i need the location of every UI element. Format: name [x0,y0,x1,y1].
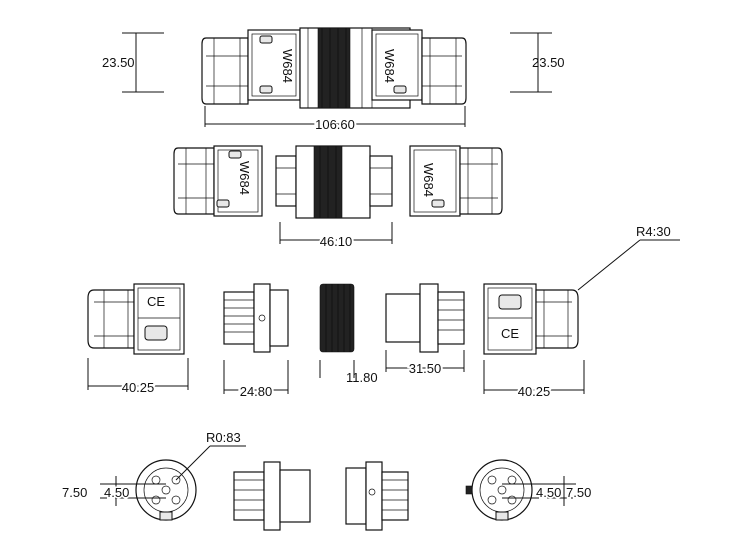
right-end-face [465,459,576,521]
dimension-mid-length: 46.10 [279,222,393,251]
model-label-mid-left: W684 [237,161,252,195]
dim-plug-part: 31.50 [409,361,442,376]
radius-small-callout: R0:83 [175,430,246,481]
part-plug [385,283,465,353]
row2-left-half: W684 [173,145,263,217]
dim-radius-large: R4:30 [636,224,671,239]
model-label-left: W684 [280,49,295,83]
dimension-ring: 11.80 [319,360,378,385]
ce-mark-right: CE [501,326,519,341]
assembled-connector: W684 W684 [201,27,467,109]
part-left-housing: CE [87,283,185,355]
dim-right-face-b: 7.50 [566,485,591,500]
row2-center-coupler [275,145,393,219]
dim-mid-length: 46.10 [320,234,353,249]
ce-mark-left: CE [147,294,165,309]
dim-radius-small: R0:83 [206,430,241,445]
dim-top-left-height: 23.50 [102,55,135,70]
part-right-housing: CE [483,283,579,355]
model-label-right: W684 [382,49,397,83]
dim-nut-part: 24.80 [240,384,273,399]
dim-left-face-b: 4.50 [104,485,129,500]
dimension-nut-part: 24.80 [223,360,289,401]
radius-large-callout: R4:30 [577,224,680,291]
dim-right-part: 40.25 [518,384,551,399]
dim-top-right-height: 23.50 [532,55,565,70]
dim-left-face-a: 7.50 [62,485,87,500]
part-ring [319,283,355,353]
dimension-total-length: 106.60 [204,106,466,134]
dimension-left-part: 40.25 [87,358,189,397]
dimension-top-right: 23.50 [510,32,565,93]
row2-right-half: W684 [409,145,503,217]
dimension-right-part: 40.25 [483,360,585,401]
dim-total-length: 106.60 [315,117,355,132]
dim-left-part: 40.25 [122,380,155,395]
dim-ring: 11.80 [346,370,378,385]
end-view-nut [233,461,311,531]
dimension-top-left: 23.50 [102,32,164,93]
model-label-mid-right: W684 [421,163,436,197]
dimension-plug-part: 31.50 [385,350,465,378]
part-nut [223,283,289,353]
dim-right-face-a: 4.50 [536,485,561,500]
end-view-plug [345,461,409,531]
